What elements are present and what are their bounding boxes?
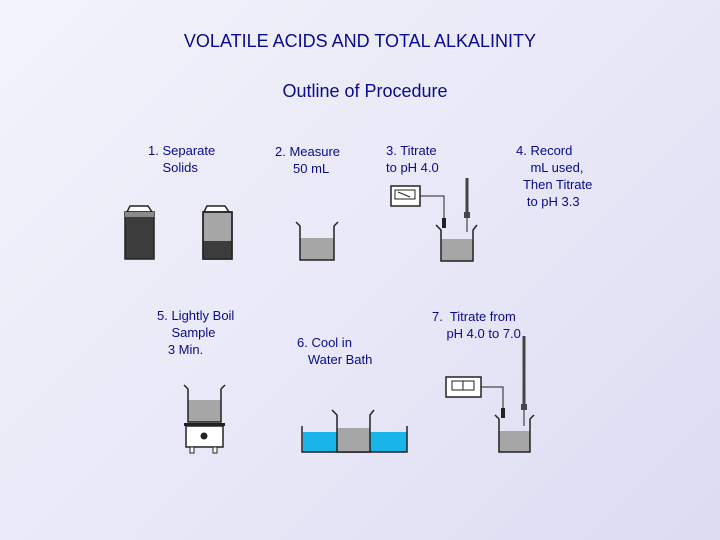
step-2-label: 2. Measure 50 mL xyxy=(275,144,341,176)
bottle-2 xyxy=(202,205,233,260)
step-4-label: 4. Record mL used, Then Titrate to pH 3.… xyxy=(516,143,593,209)
step-1-label: 1. Separate Solids xyxy=(148,143,216,175)
step-6-label: 6. Cool in Water Bath xyxy=(297,335,373,367)
ph-meter-step-7 xyxy=(445,336,535,453)
bottle-1 xyxy=(124,205,155,260)
page-title: VOLATILE ACIDS AND TOTAL ALKALINITY xyxy=(183,31,537,51)
hotplate-step-5 xyxy=(183,384,226,454)
page-subtitle: Outline of Procedure xyxy=(282,81,448,101)
step-5-label: 5. Lightly Boil Sample 3 Min. xyxy=(157,308,235,357)
beaker-step-2 xyxy=(295,221,339,261)
step-3-label: 3. Titrate to pH 4.0 xyxy=(386,143,439,175)
step-7-label: 7. Titrate from pH 4.0 to 7.0 xyxy=(432,309,521,341)
ph-meter-step-3 xyxy=(390,178,478,262)
water-bath-step-6 xyxy=(301,409,408,453)
